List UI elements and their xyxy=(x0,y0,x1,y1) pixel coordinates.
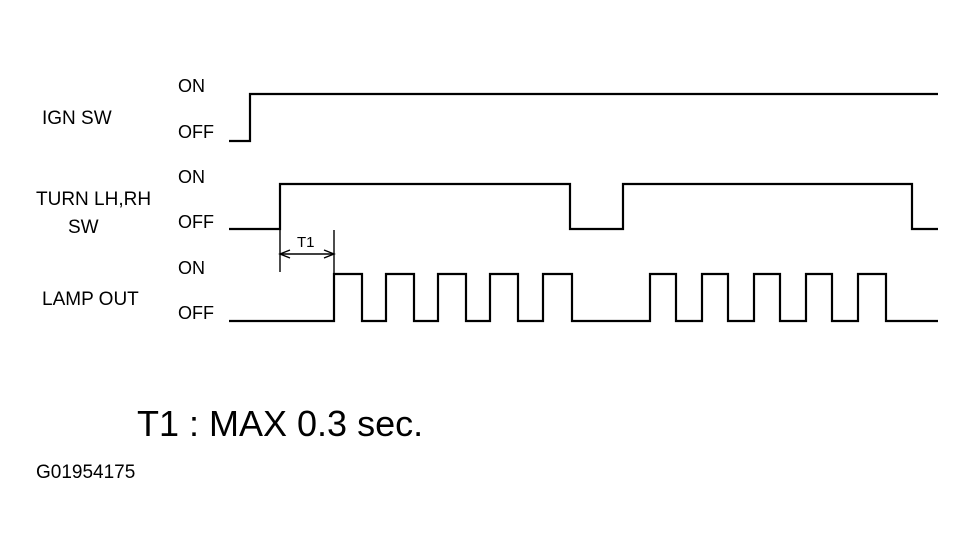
turn-on-label: ON xyxy=(178,167,205,187)
ign-on-label: ON xyxy=(178,76,205,96)
t1-right-arrowhead xyxy=(323,249,336,259)
figure-code: G01954175 xyxy=(36,462,135,483)
lamp-on-label: ON xyxy=(178,258,205,278)
lamp-out-waveform xyxy=(229,272,938,323)
t1-label: T1 xyxy=(297,234,315,251)
t1-note: T1 : MAX 0.3 sec. xyxy=(137,403,423,444)
lamp-off-label: OFF xyxy=(178,303,214,323)
turn-off-label: OFF xyxy=(178,212,214,232)
ign-off-label: OFF xyxy=(178,122,214,142)
signal-label-lamp-out: LAMP OUT xyxy=(42,289,139,310)
t1-timing-marker: T1 xyxy=(278,229,336,274)
turn-sw-waveform xyxy=(229,182,938,231)
signal-label-ign-sw: IGN SW xyxy=(42,108,112,129)
signal-label-turn-sw-line1: TURN LH,RH xyxy=(36,189,151,210)
signal-label-turn-sw-line2: SW xyxy=(68,217,99,238)
ign-sw-waveform xyxy=(229,92,938,143)
t1-left-arrowhead xyxy=(278,249,291,259)
